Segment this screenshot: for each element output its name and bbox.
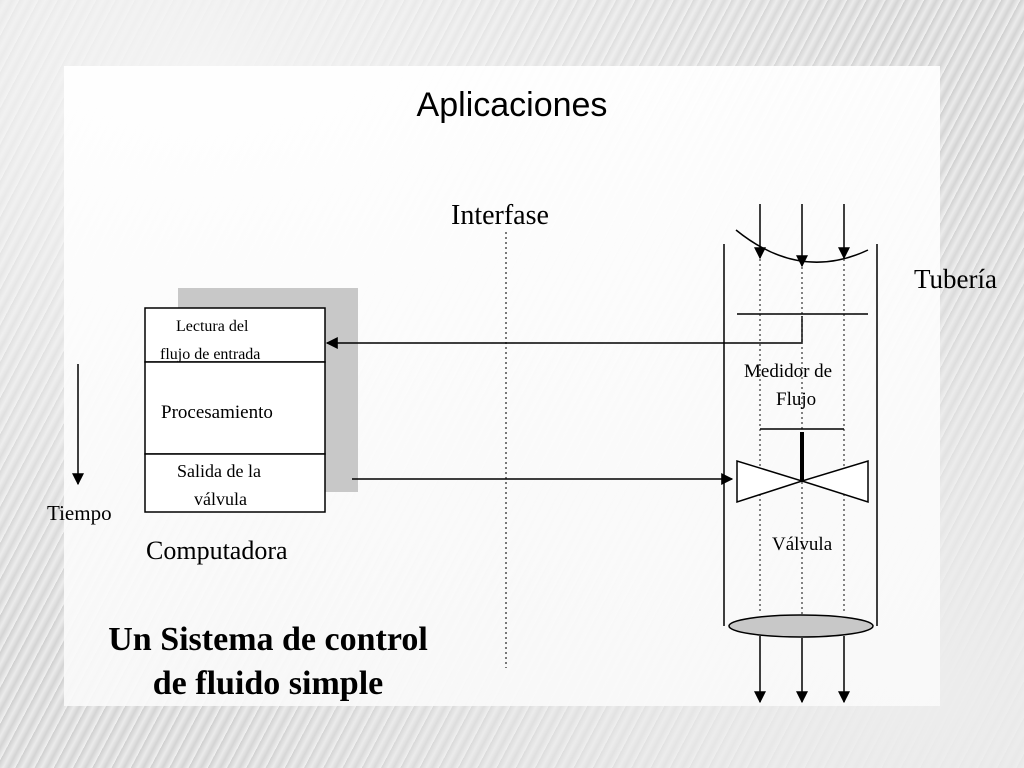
computer-label: Computadora [146,536,288,565]
valve-output-block [144,453,326,513]
pipe-bottom-opening [728,614,874,638]
time-label: Tiempo [47,501,112,525]
slide-caption: Un Sistema de control de fluido simple [78,618,458,706]
interface-label: Interfase [451,200,549,231]
caption-line-1: Un Sistema de control [108,621,428,658]
read-input-label-line1: Lectura del [176,318,249,335]
caption-line-2: de fluido simple [152,665,384,702]
read-input-label-line2: flujo de entrada [160,346,261,363]
flowmeter-label-line2: Flujo [776,389,817,410]
flowmeter-label-line1: Medidor de [744,361,833,382]
read-input-block [144,307,326,363]
valve-label: Válvula [772,534,833,555]
processing-label: Procesamiento [161,402,273,423]
flow-reading-signal-arrow [325,316,803,349]
valve-left-cone [736,459,805,504]
pipe-label: Tubería [914,264,998,294]
valve-output-label-line2: válvula [194,489,247,509]
processing-block [144,361,326,455]
slide-title: Aplicaciones [416,86,608,124]
valve-output-label-line1: Salida de la [177,461,261,481]
valve-right-cone [799,459,869,504]
